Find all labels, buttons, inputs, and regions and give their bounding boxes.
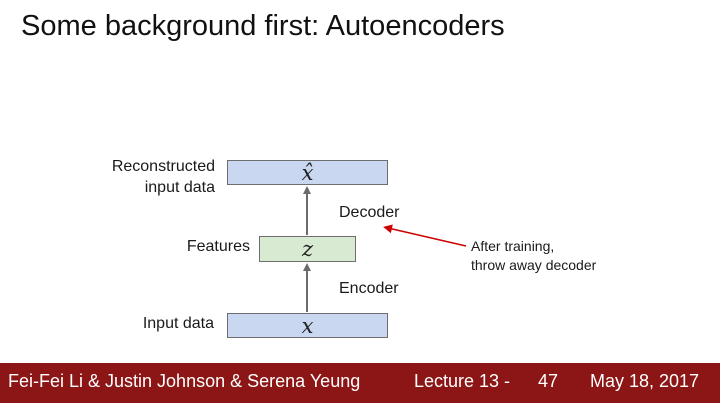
- features-label: Features: [186, 238, 250, 255]
- reconstructed-symbol: x̂: [301, 160, 314, 185]
- footer-bar: Fei-Fei Li & Justin Johnson & Serena Yeu…: [0, 363, 720, 403]
- annotation-text: After training, throw away decoder: [471, 237, 596, 275]
- footer-lecture: Lecture 13 -: [414, 371, 511, 391]
- input-symbol: x: [301, 313, 314, 338]
- input-data-label: Input data: [142, 315, 214, 332]
- slide-title: Some background first: Autoencoders: [21, 10, 505, 42]
- reconstructed-label-line1: Reconstructed: [111, 158, 215, 175]
- annotation-line2: throw away decoder: [471, 257, 597, 273]
- reconstructed-label: Reconstructed input data: [112, 156, 215, 198]
- annotation-arrow: [383, 224, 467, 247]
- decoder-label: Decoder: [339, 204, 400, 221]
- footer-authors: Fei-Fei Li & Justin Johnson & Serena Yeu…: [8, 371, 361, 391]
- reconstructed-label-line2: input data: [144, 179, 215, 196]
- diagram-arrows: [303, 186, 467, 312]
- features-box: z: [259, 236, 356, 262]
- annotation-line1: After training,: [471, 238, 555, 254]
- encoder-label: Encoder: [339, 280, 399, 297]
- features-symbol: z: [301, 237, 314, 261]
- input-data-box: x: [227, 313, 388, 338]
- footer-date: May 18, 2017: [590, 371, 700, 391]
- reconstructed-input-box: x̂: [227, 160, 388, 185]
- footer-page-number: 47: [538, 371, 559, 391]
